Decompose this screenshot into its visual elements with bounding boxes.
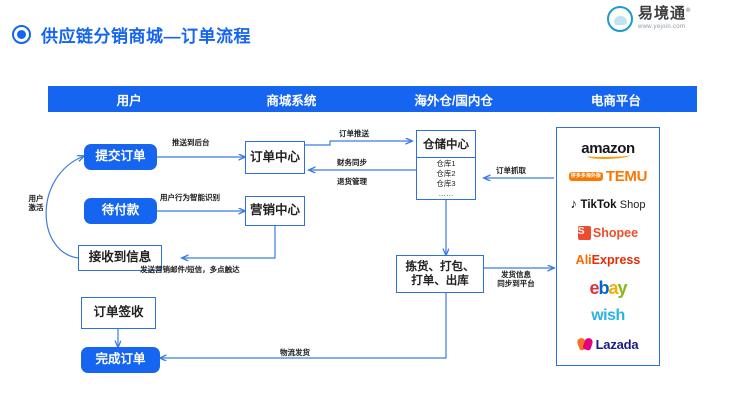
ring-bullet-icon (12, 24, 31, 44)
registered-mark: ® (686, 8, 692, 14)
temu-logo-icon: TEMU (605, 168, 648, 186)
aliexpress-logo-icon: AliExpress (576, 253, 641, 267)
edge-label-send-marketing: 发送营销邮件/短信，多点触达 (140, 265, 240, 274)
edge-label-order-fetch: 订单抓取 (496, 166, 526, 175)
tiktok-logo-icon: TikTok Shop (581, 199, 646, 211)
node-submit-order[interactable]: 提交订单 (84, 144, 157, 170)
node-complete-order[interactable]: 完成订单 (81, 347, 160, 373)
column-header-warehouse: 海外仓/国内仓 (414, 93, 493, 108)
warehouse-list: 仓库1 仓库2 仓库3 …… (417, 158, 475, 200)
platform-temu[interactable]: 拼多多海外版 TEMU (557, 166, 659, 188)
node-pick-pack-ship[interactable]: 拣货、打包、打单、出库 (396, 255, 484, 293)
shopee-bag-icon: S (577, 225, 591, 240)
platform-wish[interactable]: wish (557, 305, 659, 327)
node-order-signed[interactable]: 订单签收 (81, 297, 156, 329)
page-title: 供应链分销商城—订单流程 (41, 26, 251, 46)
warehouse-item: 仓库3 (436, 178, 456, 188)
temu-badge-icon: 拼多多海外版 (568, 172, 603, 182)
edge-label-user-activate: 用户激活 (28, 194, 44, 213)
tiktok-word: TikTok (580, 198, 617, 211)
brand-url: www.yejoin.com (638, 24, 686, 30)
wish-logo-icon: wish (591, 307, 625, 325)
brand-text: 易境通® www.yejoin.com (638, 6, 691, 30)
panel-ecommerce-platforms[interactable]: amazon 拼多多海外版 TEMU TikTok Shop S Shopee … (556, 127, 660, 366)
edge-label-push-backend: 推送到后台 (172, 138, 210, 147)
column-header-user: 用户 (116, 93, 142, 108)
platform-tiktok-shop[interactable]: TikTok Shop (557, 194, 659, 216)
brand-logo: 易境通® www.yejoin.com (607, 6, 727, 36)
brand-name-text: 易境通 (638, 5, 687, 22)
express-word: Express (591, 253, 641, 268)
brand-name: 易境通® (638, 6, 691, 21)
node-warehouse-center[interactable]: 仓储中心 仓库1 仓库2 仓库3 …… (416, 130, 476, 200)
edge-label-behavior-recognition: 用户行为智能识别 (160, 193, 220, 202)
ebay-logo-icon: ebay (589, 277, 627, 298)
warehouse-item: 仓库1 (436, 158, 456, 168)
shop-word: Shop (619, 198, 646, 211)
ali-word: Ali (575, 253, 592, 268)
shopee-logo-icon: Shopee (592, 225, 639, 240)
column-header-mall: 商城系统 (266, 93, 317, 108)
node-order-center[interactable]: 订单中心 (245, 141, 305, 174)
lazada-logo-icon: Lazada (595, 336, 639, 352)
tiktok-note-icon (571, 196, 580, 211)
edge-label-ship-sync: 发货信息同步到平台 (497, 270, 535, 289)
lazada-heart-icon (578, 337, 593, 351)
platform-ebay[interactable]: ebay (557, 277, 659, 299)
platform-aliexpress[interactable]: AliExpress (557, 249, 659, 271)
edge-label-logistics-ship: 物流发货 (280, 348, 310, 357)
warehouse-title: 仓储中心 (417, 131, 475, 158)
platform-amazon[interactable]: amazon (557, 138, 659, 160)
edge-label-order-push: 订单推送 (339, 129, 369, 138)
column-header-bar: 用户 商城系统 海外仓/国内仓 电商平台 (48, 86, 697, 112)
cloud-circle-logo-icon (607, 6, 633, 32)
edge-label-finance-sync: 财务同步 (337, 158, 367, 167)
node-pending-payment[interactable]: 待付款 (84, 198, 157, 224)
platform-shopee[interactable]: S Shopee (557, 222, 659, 244)
warehouse-item: 仓库2 (436, 168, 456, 178)
platform-lazada[interactable]: Lazada (557, 333, 659, 355)
page-title-row: 供应链分销商城—订单流程 (12, 20, 251, 48)
column-header-platform: 电商平台 (590, 93, 641, 108)
warehouse-item: …… (438, 188, 454, 198)
node-receive-info[interactable]: 接收到信息 (78, 245, 162, 271)
edge-label-return-manage: 退货管理 (337, 177, 367, 186)
node-marketing-center[interactable]: 营销中心 (245, 196, 305, 226)
amazon-logo-icon: amazon (581, 140, 635, 160)
